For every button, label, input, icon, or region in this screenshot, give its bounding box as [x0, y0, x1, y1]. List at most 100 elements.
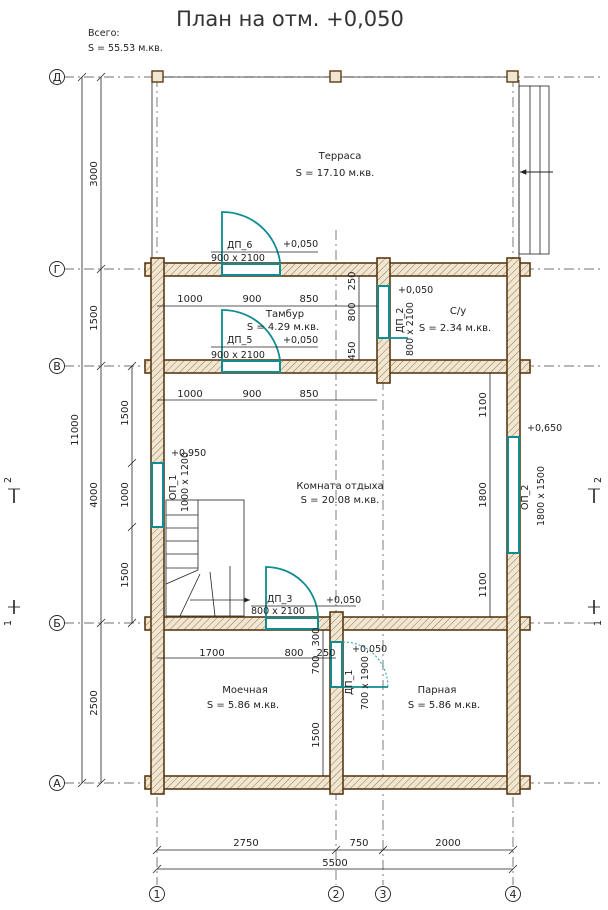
- dim-2000: 2000: [435, 838, 460, 849]
- door-dp1-frame: [330, 641, 343, 688]
- dim-tick: [378, 845, 388, 855]
- room-tambur-name: Тамбур: [265, 309, 304, 320]
- window-op2-name: ОП_2: [520, 485, 531, 510]
- door-dp3-level: +0,050: [326, 595, 361, 606]
- dim-tick: [96, 264, 106, 274]
- door-dp6-name: ДП_6: [227, 240, 252, 251]
- room-rest-area: S = 20.08 м.кв.: [301, 495, 380, 506]
- dim-lower-250: 250: [316, 648, 335, 659]
- dim-wash-1500: 1500: [311, 722, 322, 747]
- dim-tick: [96, 361, 106, 371]
- dim-lower-800: 800: [284, 648, 303, 659]
- dim-rest-1000: 1000: [177, 389, 202, 400]
- window-op1-level: +0,950: [171, 448, 206, 459]
- dim-2750: 2750: [233, 838, 258, 849]
- axis-bubble: [49, 358, 65, 374]
- axis-label-d: Д: [53, 71, 62, 84]
- window-op1-name: ОП_1: [168, 475, 179, 500]
- door-dp3-size: 800 x 2100: [251, 606, 305, 617]
- axis-label-4: 4: [510, 888, 517, 901]
- axis-label-2: 2: [333, 888, 340, 901]
- room-steam-name: Парная: [418, 685, 457, 696]
- dim-total-11000: 11000: [70, 414, 81, 446]
- left-dimensions: 11000 3000 1500 4000 2500 1500 1000 1500: [70, 72, 137, 788]
- wall-axis-2: [329, 611, 344, 795]
- dim-tick: [331, 845, 341, 855]
- section-1-right-label: 1: [593, 620, 604, 626]
- dim-5500: 5500: [322, 858, 347, 869]
- dim-1500: 1500: [89, 305, 100, 330]
- room-steam-area: S = 5.86 м.кв.: [408, 700, 480, 711]
- axis-bubble: [49, 775, 65, 791]
- door-dp3-frame: [265, 617, 319, 630]
- axis-label-a: А: [53, 777, 61, 790]
- dim-tick: [127, 458, 137, 468]
- axis-bubble: [49, 261, 65, 277]
- dim-tambur-1000: 1000: [177, 294, 202, 305]
- room-rest-name: Комната отдыха: [296, 481, 383, 492]
- door-dp6-level: +0,050: [283, 239, 318, 250]
- terrace-post: [329, 70, 342, 83]
- dim-wc-250: 250: [347, 271, 358, 290]
- axis-bubbles-left: Д Г В Б А: [49, 69, 65, 791]
- dim-wash-300: 300: [311, 627, 322, 646]
- dim-tick: [96, 72, 106, 82]
- door-dp1-size: 700 x 1900: [360, 656, 371, 710]
- door-dp1-level: +0,050: [352, 644, 387, 655]
- door-dp6-frame: [221, 263, 281, 276]
- terrace-steps: [518, 85, 550, 255]
- section-1-left-label: 1: [3, 620, 14, 626]
- dim-rest-1100: 1100: [478, 392, 489, 417]
- dim-tick: [77, 72, 87, 82]
- axis-bubble: [49, 69, 65, 85]
- door-dp2-size: 800 x 2100: [405, 302, 416, 356]
- room-wash-name: Моечная: [222, 685, 268, 696]
- dim-wc-450: 450: [347, 341, 358, 360]
- dim-rest-1100b: 1100: [478, 572, 489, 597]
- dim-stair-1000: 1000: [120, 482, 131, 507]
- dim-rest-850: 850: [299, 389, 318, 400]
- room-wc-name: С/у: [450, 306, 466, 317]
- dim-tambur-850: 850: [299, 294, 318, 305]
- section-marks: 2 2 1 1: [3, 477, 604, 626]
- dim-rest-1800: 1800: [478, 482, 489, 507]
- stair-step: [179, 573, 201, 617]
- door-dp2-level: +0,050: [398, 285, 433, 296]
- room-wc-area: S = 2.34 м.кв.: [419, 323, 491, 334]
- dim-stair-1500b: 1500: [120, 562, 131, 587]
- dim-750: 750: [349, 838, 368, 849]
- axis-bubble: [505, 886, 521, 902]
- dim-tick: [96, 618, 106, 628]
- door-dp5-frame: [221, 360, 281, 373]
- axis-label-1: 1: [154, 888, 161, 901]
- door-dp3-name: ДП_3: [267, 594, 292, 605]
- dim-wash-700: 700: [311, 655, 322, 674]
- axis-label-v: В: [53, 360, 61, 373]
- stair-step: [165, 569, 199, 585]
- door-dp1-name: ДП_1: [344, 670, 355, 695]
- terrace-post: [151, 70, 164, 83]
- window-op2-frame: [507, 436, 520, 554]
- axis-bubble: [149, 886, 165, 902]
- stair-step: [209, 571, 216, 617]
- door-dp2-frame: [377, 285, 390, 339]
- dim-tick: [127, 618, 137, 628]
- wall-axis-g: [144, 262, 531, 277]
- dim-tick: [127, 361, 137, 371]
- dim-tambur-900: 900: [242, 294, 261, 305]
- dim-tick: [152, 845, 162, 855]
- wall-axis-v: [144, 359, 531, 374]
- dim-tick: [508, 864, 518, 874]
- door-dp5-swing: [221, 309, 281, 361]
- dim-tick: [96, 778, 106, 788]
- interior-dimensions: 1000 900 850 1000 900 850 250 800 450 11…: [157, 271, 491, 776]
- room-tambur-area: S = 4.29 м.кв.: [247, 322, 319, 333]
- dim-rest-900: 900: [242, 389, 261, 400]
- total-area: S = 55.53 м.кв.: [88, 43, 163, 54]
- dim-lower-1700: 1700: [199, 648, 224, 659]
- axis-label-3: 3: [380, 888, 387, 901]
- window-op2-level: +0,650: [527, 423, 562, 434]
- axis-bubble: [375, 886, 391, 902]
